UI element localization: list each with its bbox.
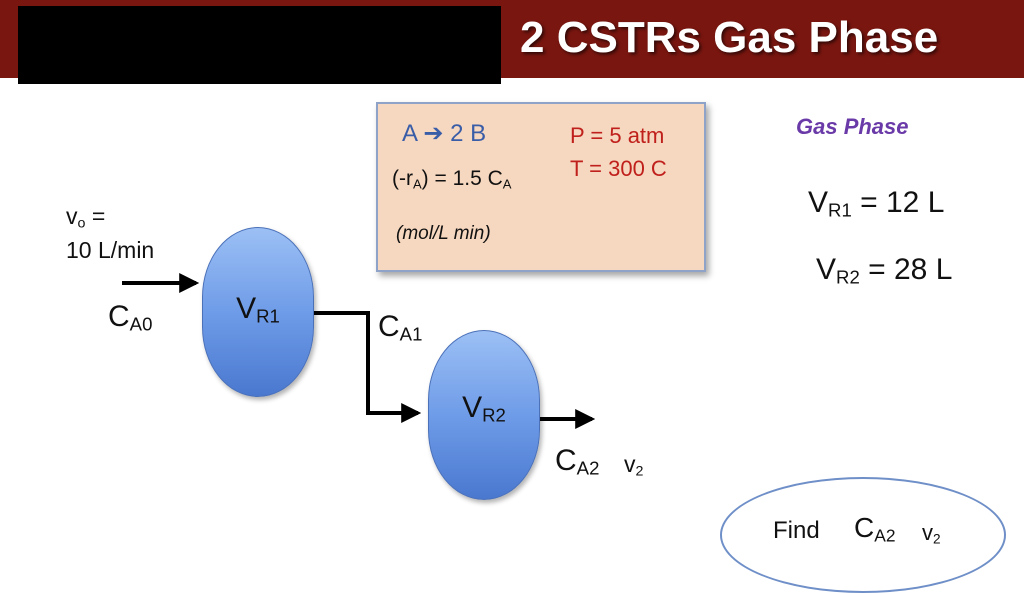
reaction-equation: A ➔ 2 B [402,119,486,148]
reaction-arrow-icon: ➔ [423,120,444,147]
rate-units: (mol/L min) [396,223,491,244]
inlet-flow-value: 10 L/min [66,237,155,263]
find-flow: v2 [922,520,941,547]
connecting-arrow [314,311,422,423]
find-label: Find [773,517,820,544]
rate-law: (-rA) = 1.5 CA [392,167,512,192]
reactor-1: VR1 [202,227,314,397]
temperature-label: T = 300 C [570,156,667,181]
find-ellipse [720,477,1006,593]
vr2-spec: VR2 = 28 L [816,253,953,288]
reactant-label: A [402,120,417,147]
inlet-concentration: CA0 [108,300,153,335]
reaction-info-box [376,102,706,272]
reactor-1-label: VR1 [236,292,280,327]
redacted-box [18,6,501,84]
inlet-flow-label: vo = [66,203,106,232]
intermediate-concentration: CA1 [378,310,423,345]
slide-title: 2 CSTRs Gas Phase [520,13,939,62]
phase-label: Gas Phase [796,114,909,139]
reactor-2: VR2 [428,330,540,500]
vr1-spec: VR1 = 12 L [808,186,945,221]
reactor-2-label: VR2 [462,391,506,426]
find-concentration: CA2 [854,512,896,546]
pressure-label: P = 5 atm [570,123,665,148]
outlet-concentration: CA2 [555,444,600,479]
product-label: 2 B [450,120,487,147]
outlet-flow: v2 [624,451,644,480]
